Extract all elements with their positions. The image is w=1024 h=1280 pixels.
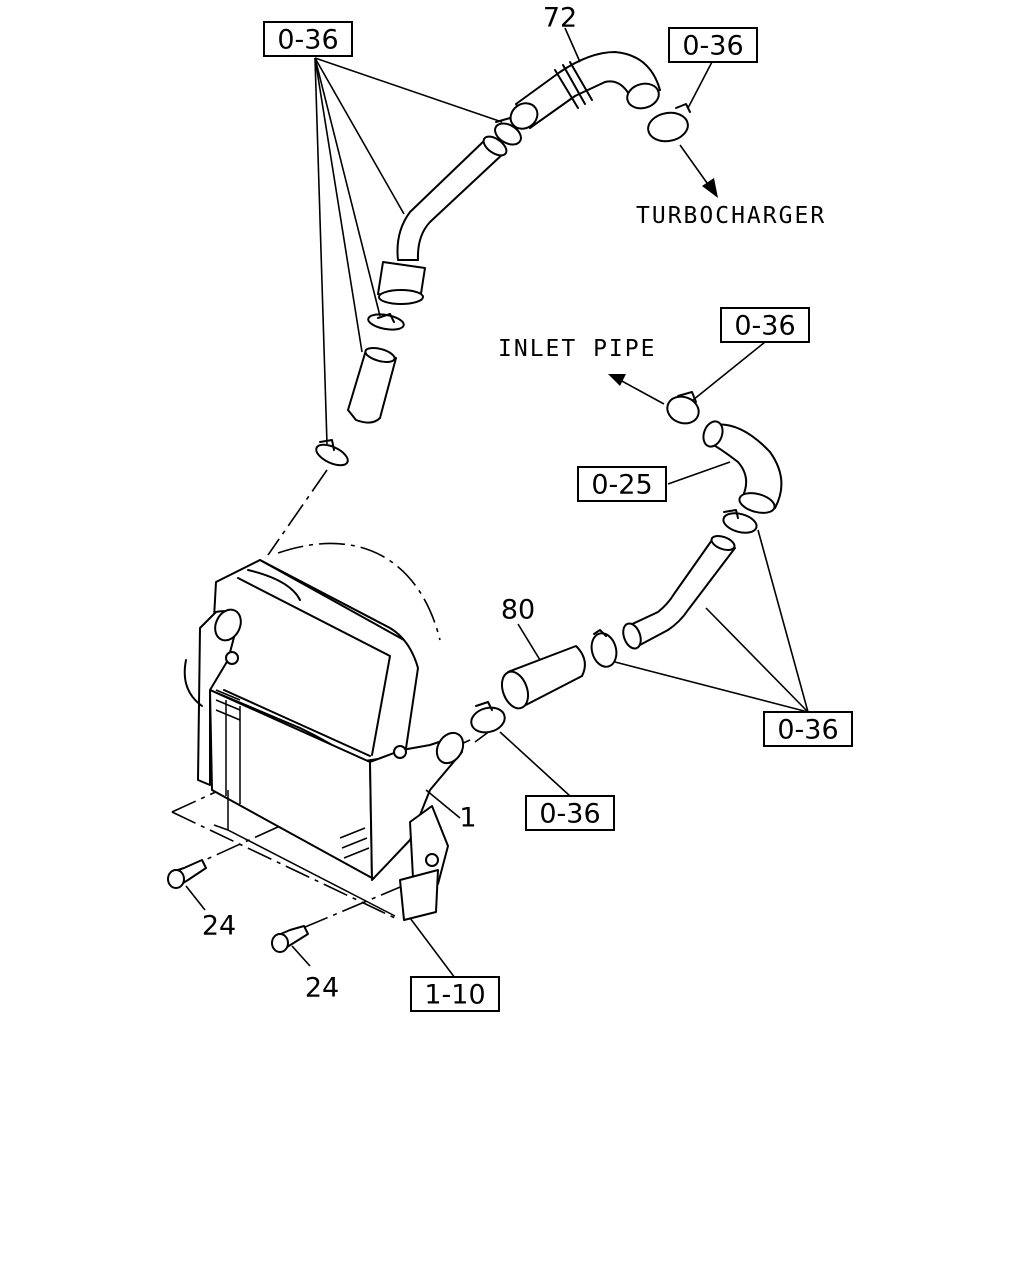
inlet-pipe-note: INLET PIPE [498,336,656,362]
part-number-72: 72 [543,3,577,34]
intercooler [183,559,465,921]
inlet-pipe-arrow [608,374,665,405]
ref-box-0-36-right: 0-36 [763,711,853,747]
leader-lines [185,27,809,979]
ref-label: 0-36 [777,715,838,746]
turbocharger-arrow [679,144,718,198]
ref-box-0-36-inlet: 0-36 [720,307,810,343]
ref-label: 0-25 [591,470,652,501]
ref-label: 1-10 [424,980,485,1011]
ref-box-0-25: 0-25 [577,466,667,502]
ref-box-0-36-top-right: 0-36 [668,27,758,63]
ref-label: 0-36 [277,25,338,56]
right-pipe-group [590,391,783,668]
part-number-1: 1 [459,803,476,834]
upper-left-pipe [315,117,522,467]
bolt-24-upper [167,859,207,889]
part-number-80: 80 [501,595,535,626]
turbocharger-note: TURBOCHARGER [636,203,826,229]
bolt-24-lower [271,925,309,953]
ref-box-1-10: 1-10 [410,976,500,1012]
hose-80 [470,645,586,734]
ref-box-0-36-top-left: 0-36 [263,21,353,57]
hose-72 [509,51,691,143]
ref-label: 0-36 [539,799,600,830]
part-number-24-lower: 24 [305,973,339,1004]
part-number-24-upper: 24 [202,911,236,942]
ref-label: 0-36 [682,31,743,62]
ref-label: 0-36 [734,311,795,342]
ref-box-0-36-bottom: 0-36 [525,795,615,831]
